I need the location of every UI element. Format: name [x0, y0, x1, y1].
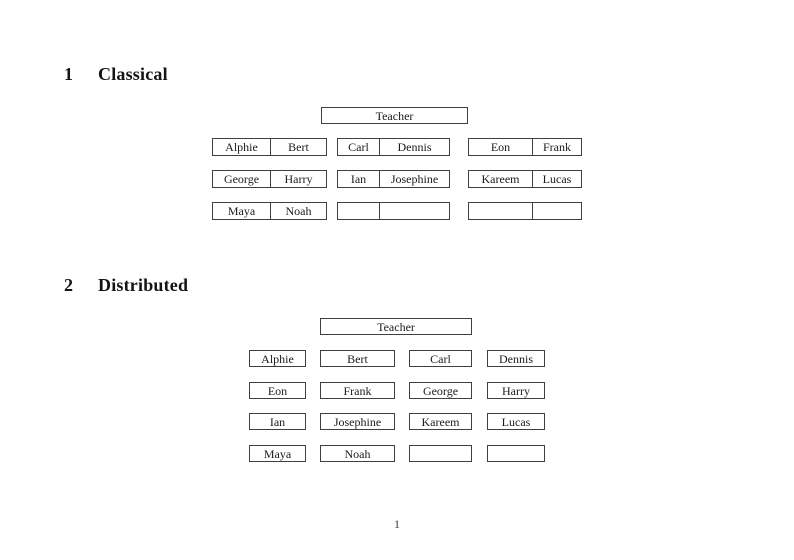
seat-box: Noah [320, 445, 395, 462]
seat-cell: George [223, 172, 260, 186]
seat-box: Dennis [487, 350, 545, 367]
seat-cell: Noah [270, 203, 326, 219]
teacher-box: Teacher [321, 107, 468, 124]
seat-box: George [409, 382, 472, 399]
seat-cell: Eon [490, 140, 511, 154]
seat-cell: Frank [532, 139, 581, 155]
seat-box: Harry [487, 382, 545, 399]
desk: George Harry [212, 170, 327, 188]
section-number: 2 [64, 275, 74, 295]
desk: Ian Josephine [337, 170, 450, 188]
section-heading-distributed: 2 Distributed [64, 275, 188, 296]
seat-cell: Alphie [225, 140, 258, 154]
seat-box: Frank [320, 382, 395, 399]
seat-cell-empty [338, 203, 379, 219]
teacher-box: Teacher [320, 318, 472, 335]
seat-cell: Bert [270, 139, 326, 155]
seat-box-empty [409, 445, 472, 462]
seat-cell: Carl [348, 140, 369, 154]
seat-box: Maya [249, 445, 306, 462]
seat-cell: Josephine [379, 171, 449, 187]
seat-cell-empty [379, 203, 449, 219]
seat-box: Bert [320, 350, 395, 367]
desk: Carl Dennis [337, 138, 450, 156]
seat-cell-empty [469, 203, 532, 219]
section-title: Distributed [98, 275, 189, 295]
seat-box: Josephine [320, 413, 395, 430]
seat-cell: Maya [227, 204, 256, 218]
seat-cell: Dennis [379, 139, 449, 155]
section-title: Classical [98, 64, 168, 84]
seat-box: Eon [249, 382, 306, 399]
seat-cell-empty [532, 203, 581, 219]
seat-box: Alphie [249, 350, 306, 367]
seat-box: Lucas [487, 413, 545, 430]
desk: Kareem Lucas [468, 170, 582, 188]
seat-box: Carl [409, 350, 472, 367]
seat-cell: Harry [270, 171, 326, 187]
desk: Eon Frank [468, 138, 582, 156]
seat-box: Ian [249, 413, 306, 430]
seat-box: Kareem [409, 413, 472, 430]
seat-cell: Kareem [481, 172, 520, 186]
desk: Maya Noah [212, 202, 327, 220]
seat-cell: Ian [350, 172, 367, 186]
desk [468, 202, 582, 220]
desk [337, 202, 450, 220]
seat-box-empty [487, 445, 545, 462]
section-number: 1 [64, 64, 74, 84]
seat-cell: Lucas [532, 171, 581, 187]
section-heading-classical: 1 Classical [64, 64, 168, 85]
desk: Alphie Bert [212, 138, 327, 156]
page-number: 1 [394, 517, 400, 531]
